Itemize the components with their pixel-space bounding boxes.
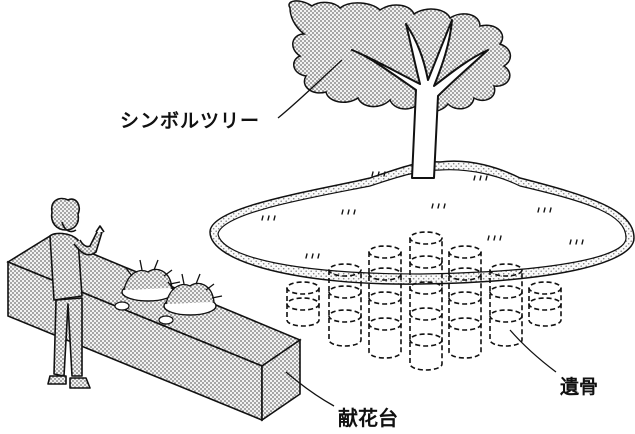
cylinder-stack <box>286 281 320 327</box>
flower-bouquets <box>114 259 223 325</box>
tree-leader-line <box>277 59 343 119</box>
cylinder-stack <box>448 245 482 359</box>
praying-person <box>47 197 105 389</box>
cylinder-stack <box>528 281 562 327</box>
cylinder-stack <box>368 245 402 359</box>
symbol-tree-label: シンボルツリー <box>120 110 261 132</box>
altar-leader-line <box>285 371 335 407</box>
leader-lines <box>277 59 557 407</box>
cylinder-stack <box>409 231 443 371</box>
tree-trunk <box>351 19 489 179</box>
remains-label: 遺骨 <box>560 376 599 398</box>
cylinder-stack <box>489 263 523 347</box>
tree-canopy <box>288 0 512 113</box>
burial-mound <box>209 160 635 285</box>
cylinder-stack <box>328 263 362 347</box>
flower-altar-label: 献花台 <box>338 406 398 430</box>
bouquet <box>158 273 223 325</box>
remains-cylinders <box>286 231 562 371</box>
grass-marks <box>261 171 584 259</box>
bouquet <box>114 259 181 311</box>
remains-leader-line <box>509 329 557 373</box>
